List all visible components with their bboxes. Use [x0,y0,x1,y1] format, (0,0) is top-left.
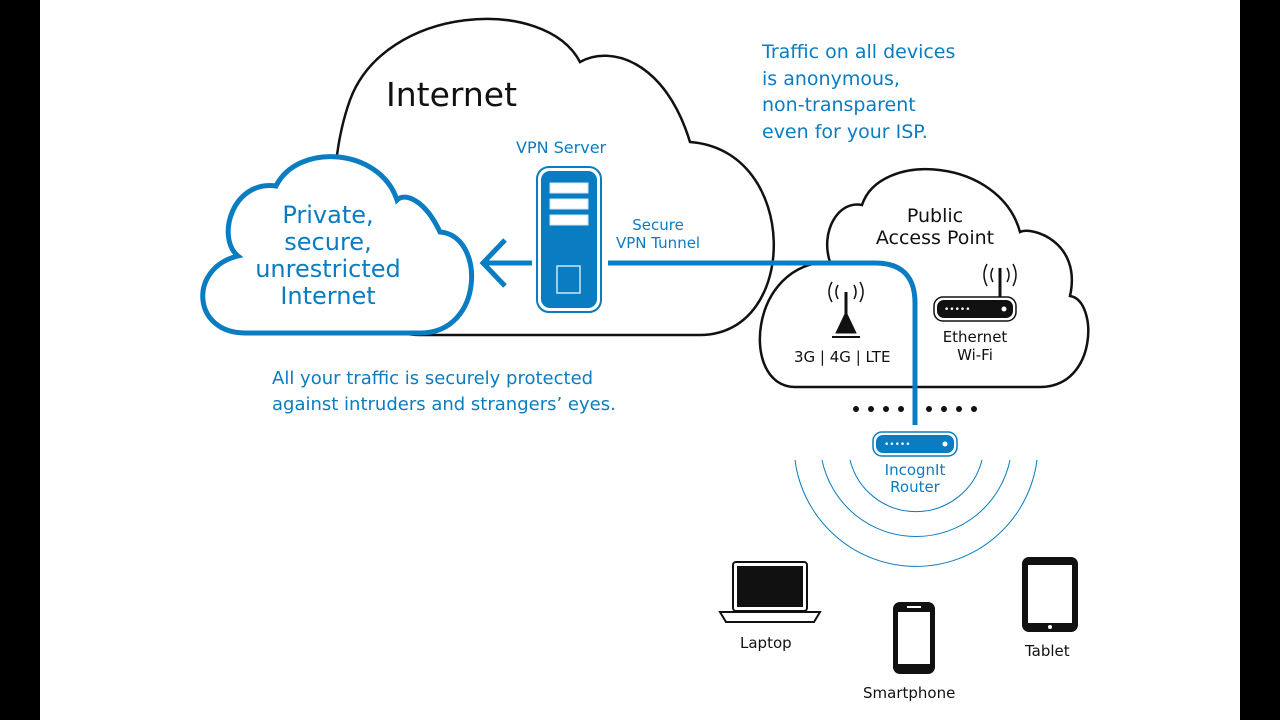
router-label: IncognIt Router [884,461,946,497]
secure-tunnel-label: Secure VPN Tunnel [616,216,701,252]
internet-label: Internet [386,75,518,114]
laptop-label: Laptop [740,634,792,652]
smartphone-label: Smartphone [863,684,956,702]
arrow-left-icon [479,238,532,288]
tablet-icon [1022,557,1078,632]
vpn-tunnel-line [608,260,918,425]
svg-text:•••••: ••••• [884,440,911,450]
anonymous-traffic-note: Traffic on all devices is anonymous, non… [762,41,956,143]
protected-traffic-note: All your traffic is securely protected a… [272,368,616,416]
connection-dots [853,406,977,412]
private-internet-label: Private, secure, unrestricted Internet [255,201,401,310]
laptop-icon [718,561,822,623]
public-access-point-label: Public Access Point [875,205,995,250]
server-icon [536,166,602,313]
svg-text:•••••: ••••• [944,305,971,315]
smartphone-icon [893,602,935,674]
vpn-server-label: VPN Server [516,138,607,157]
ethernet-wifi-label: Ethernet Wi-Fi [942,328,1008,364]
mobile-networks-label: 3G | 4G | LTE [794,348,891,366]
incognit-router-icon: ••••• [872,431,958,457]
private-internet-cloud [200,154,475,336]
diagram-graphics: ••••• ••••• [200,17,1090,674]
wifi-router-icon: ••••• [933,263,1017,322]
tablet-label: Tablet [1025,642,1070,660]
wireless-waves [794,459,1038,567]
cell-tower-icon [828,281,864,338]
diagram-canvas: ••••• ••••• Internet VPN Server Secure V… [40,0,1240,720]
